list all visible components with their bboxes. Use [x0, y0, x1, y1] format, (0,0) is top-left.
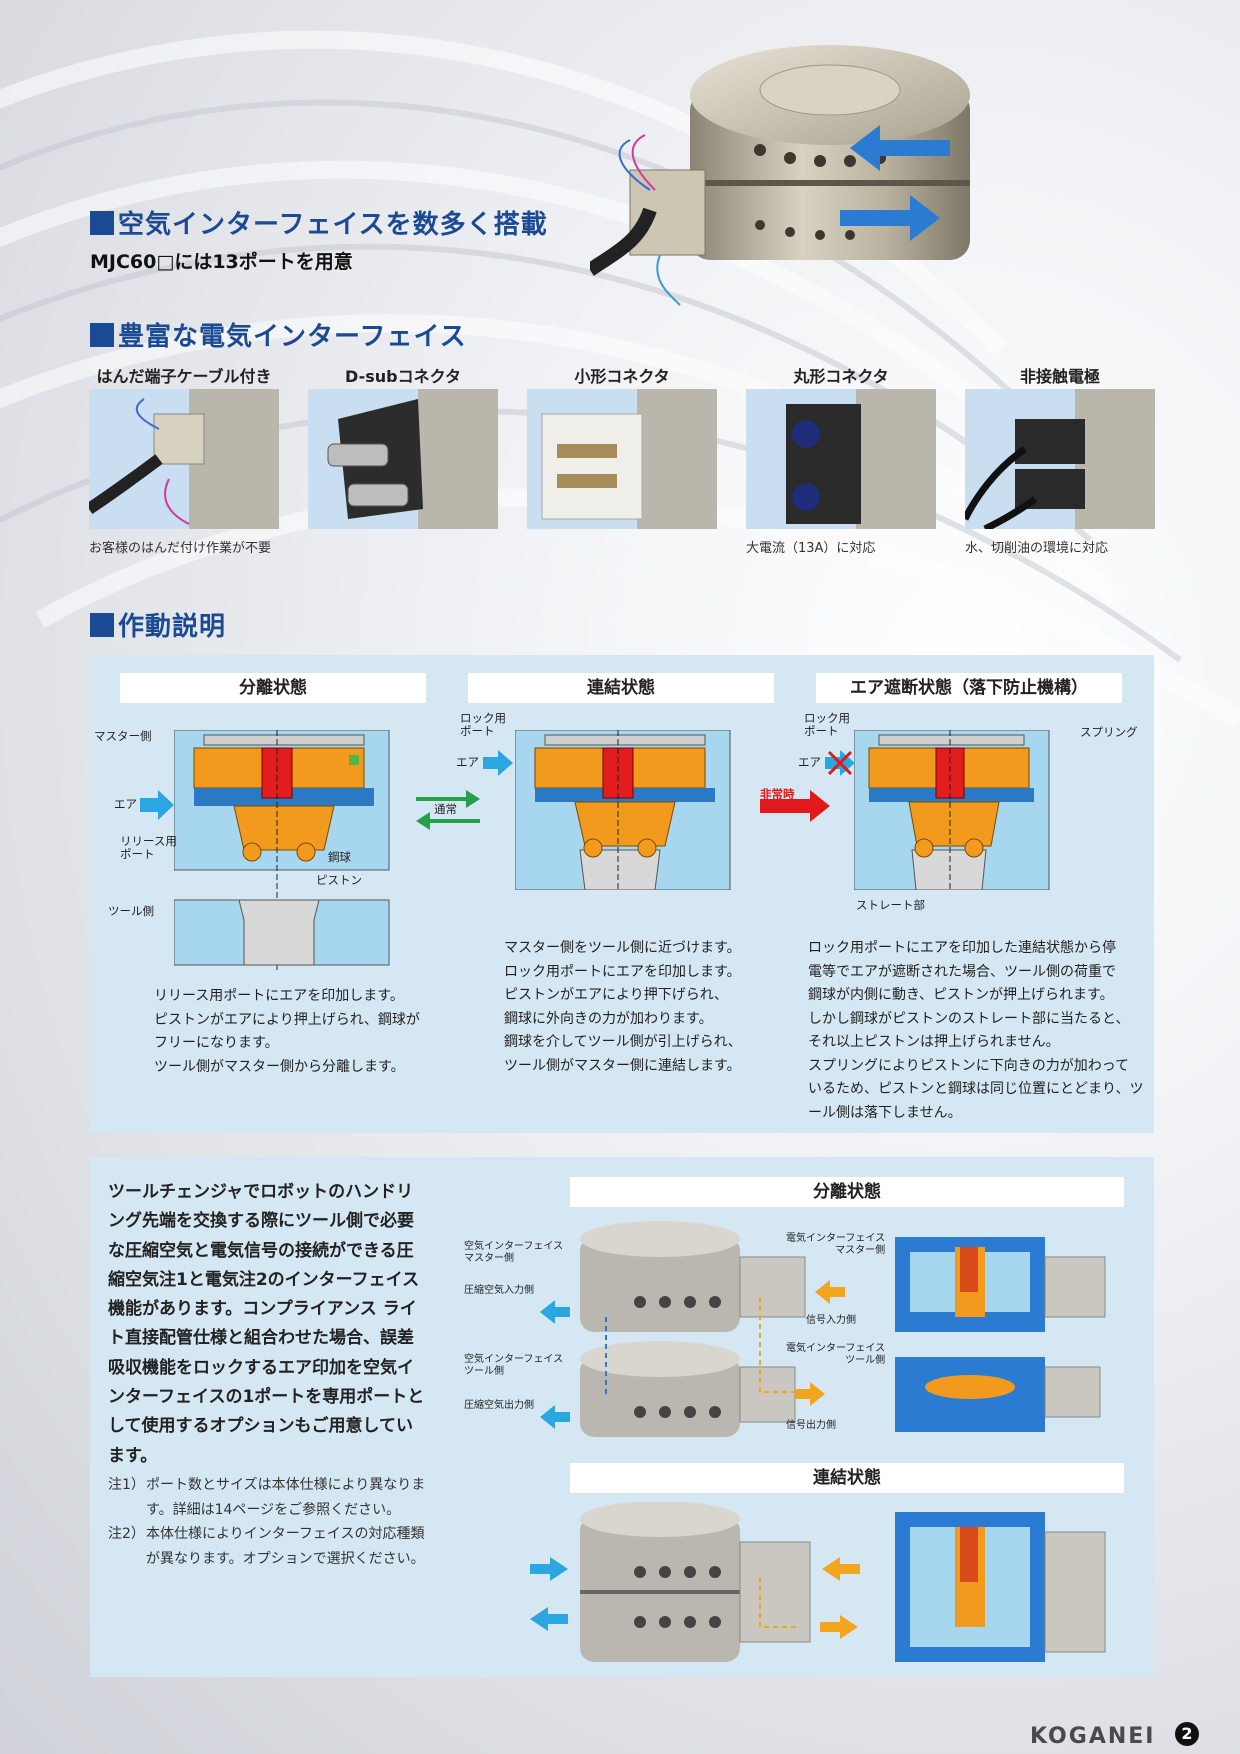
operation-panel: 分離状態 連結状態 エア遮断状態（落下防止機構） マスター側 エア リリース用 …: [90, 655, 1154, 1133]
section1-title-text: 空気インターフェイスを数多く搭載: [118, 210, 548, 240]
connector-note: お客様のはんだ付け作業が不要: [89, 541, 272, 556]
connector-note: 大電流（13A）に対応: [746, 541, 876, 556]
note-2: 注2） 本体仕様によりインターフェイスの対応種類が異なります。オプションで選択く…: [108, 1522, 438, 1571]
title-square-icon: [90, 612, 114, 637]
label-lock-port: ロック用 ポート: [460, 711, 506, 738]
diagram-air-cut: [854, 730, 1050, 890]
air-arrow-icon: [483, 750, 513, 776]
note-1: 注1） ポート数とサイズは本体仕様により異なります。詳細は14ページをご参照くだ…: [108, 1473, 438, 1522]
note-text: ポート数とサイズは本体仕様により異なります。詳細は14ページをご参照ください。: [146, 1477, 426, 1518]
interface-notes: 注1） ポート数とサイズは本体仕様により異なります。詳細は14ページをご参照くだ…: [108, 1473, 438, 1571]
state-title-connected-2: 連結状態: [570, 1463, 1124, 1493]
label-air-if-tool: 空気インターフェイス ツール側: [464, 1354, 564, 1377]
label-master-side: マスター側: [94, 729, 152, 743]
normal-arrows-icon: [416, 790, 480, 830]
section-title-air-interface: 空気インターフェイスを数多く搭載: [90, 204, 548, 241]
connector-round: 丸形コネクタ 大電流（13A）に対応: [746, 363, 936, 556]
state-desc-air-cut: ロック用ポートにエアを印加した連結状態から停 電等でエアが遮断された場合、ツール…: [808, 940, 1144, 1121]
label-straight: ストレート部: [856, 898, 925, 912]
connector-solder-cable: はんだ端子ケーブル付き お客様のはんだ付け作業が不要: [89, 363, 279, 556]
connector-label: はんだ端子ケーブル付き: [96, 367, 272, 386]
section-title-electric-interface: 豊富な電気インターフェイス: [90, 316, 467, 353]
label-signal-out: 信号出力側: [786, 1420, 836, 1431]
label-normal: 通常: [434, 802, 457, 816]
section-title-operation: 作動説明: [90, 606, 226, 643]
label-abnormal: 非常時: [760, 787, 795, 801]
connector-photo: [89, 389, 279, 529]
state-title-separate-2: 分離状態: [570, 1177, 1124, 1207]
section3-title-text: 作動説明: [118, 612, 227, 642]
section2-title-text: 豊富な電気インターフェイス: [118, 322, 467, 352]
page-number: 2: [1175, 1722, 1199, 1746]
connector-photo: [308, 389, 498, 529]
label-air-3: エア: [798, 755, 821, 769]
connector-photo: [746, 389, 936, 529]
label-elec-if-tool: 電気インターフェイス ツール側: [786, 1343, 886, 1366]
label-release-port: リリース用 ポート: [120, 834, 177, 861]
tool-changer-product-image: [590, 45, 970, 306]
connector-label: 小形コネクタ: [574, 367, 670, 386]
diagram-separate: [174, 730, 390, 970]
connector-label: 丸形コネクタ: [793, 367, 889, 386]
connector-label: D-subコネクタ: [345, 367, 461, 386]
label-air-if-master: 空気インターフェイス マスター側: [464, 1241, 564, 1264]
label-air-out: 圧縮空気出力側: [464, 1400, 534, 1411]
state-desc-separate: リリース用ポートにエアを印加します。 ピストンがエアにより押上げられ、鋼球が フ…: [154, 988, 420, 1075]
diagram-connected: [515, 730, 731, 890]
label-piston: ピストン: [316, 873, 362, 887]
connector-small: 小形コネクタ: [527, 363, 717, 537]
label-spring: スプリング: [1080, 725, 1138, 739]
label-steel-ball: 鋼球: [328, 850, 351, 864]
emergency-arrow-icon: [760, 790, 830, 822]
connector-photo: [965, 389, 1155, 529]
connector-photo: [527, 389, 717, 529]
separate-state-image: [540, 1221, 845, 1437]
connector-noncontact: 非接触電極 水、切削油の環境に対応: [965, 363, 1155, 556]
state-title-separate: 分離状態: [120, 673, 426, 703]
state-desc-connected: マスター側をツール側に近づけます。 ロック用ポートにエアを印加します。 ピストン…: [504, 940, 742, 1074]
state-title-air-cut: エア遮断状態（落下防止機構）: [816, 673, 1122, 703]
connector-dsub: D-subコネクタ: [308, 363, 498, 537]
label-signal-in: 信号入力側: [806, 1315, 856, 1326]
title-square-icon: [90, 210, 114, 235]
interface-panel: 分離状態 連結状態 空気インターフェイス マスター側 圧縮空気入力側 空気インタ…: [90, 1157, 1154, 1677]
connected-cutaway-image: [895, 1512, 1106, 1662]
label-air: エア: [114, 797, 137, 811]
label-elec-if-master: 電気インターフェイス マスター側: [786, 1233, 886, 1256]
air-blocked-icon: [825, 750, 855, 776]
note-key: 注1）: [108, 1477, 145, 1493]
label-air-in: 圧縮空気入力側: [464, 1285, 534, 1296]
note-text: 本体仕様によりインターフェイスの対応種類が異なります。オプションで選択ください。: [146, 1526, 425, 1567]
state-title-connected: 連結状態: [468, 673, 774, 703]
title-square-icon: [90, 322, 114, 347]
interface-body-text: ツールチェンジャでロボットのハンドリング先端を交換する際にツール側で必要な圧縮空…: [108, 1182, 425, 1466]
air-arrow-icon: [140, 790, 174, 820]
connected-state-image: [530, 1502, 860, 1662]
section1-subtitle: MJC60□には13ポートを用意: [90, 251, 353, 273]
koganei-logo: KOGANEI: [1030, 1724, 1156, 1749]
note-key: 注2）: [108, 1526, 145, 1542]
label-air-2: エア: [456, 755, 479, 769]
connector-note: 水、切削油の環境に対応: [965, 541, 1109, 556]
label-tool-side: ツール側: [108, 904, 154, 918]
separate-cutaway-image: [895, 1237, 1106, 1432]
label-lock-port-2: ロック用 ポート: [804, 711, 850, 738]
connector-label: 非接触電極: [1019, 367, 1100, 386]
